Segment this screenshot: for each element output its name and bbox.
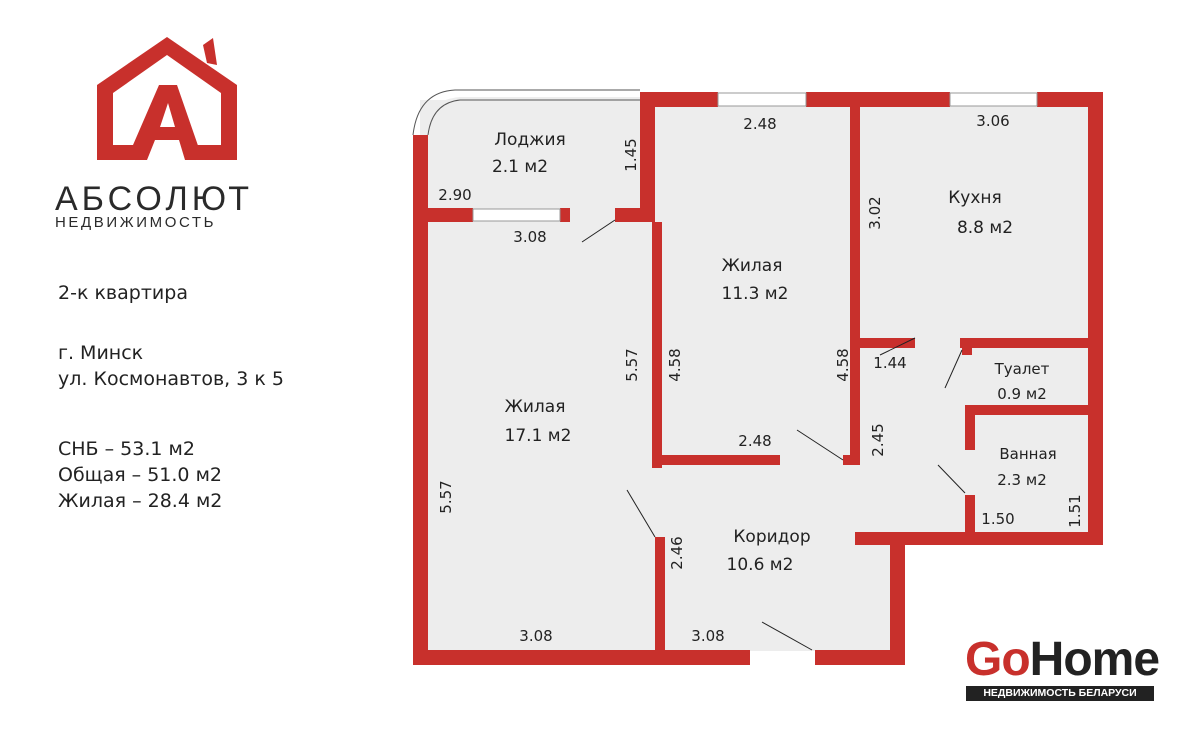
room-area-living2: 17.1 м2 <box>505 426 572 446</box>
dim-label: 2.48 <box>743 115 776 133</box>
room-name-kitchen: Кухня <box>948 188 1002 208</box>
door-swings <box>581 219 966 651</box>
dim-label: 2.45 <box>869 423 887 456</box>
area-living: Жилая – 28.4 м2 <box>58 490 223 512</box>
dim-label: 3.08 <box>513 228 546 246</box>
room-name-corridor: Коридор <box>733 527 810 547</box>
room-name-loggia: Лоджия <box>494 130 566 150</box>
dim-label: 1.50 <box>981 510 1014 528</box>
windows <box>472 92 1038 664</box>
loggia-glazing <box>412 89 640 136</box>
dim-label: 3.08 <box>519 627 552 645</box>
room-area-bath: 2.3 м2 <box>997 471 1046 489</box>
area-snb: СНБ – 53.1 м2 <box>58 438 195 460</box>
dim-label: 3.08 <box>691 627 724 645</box>
floor <box>420 97 1095 655</box>
room-area-living1: 11.3 м2 <box>722 284 789 304</box>
dim-label: 4.58 <box>666 348 684 381</box>
dim-label: 3.06 <box>976 112 1009 130</box>
dim-label: 1.45 <box>622 138 640 171</box>
room-area-loggia: 2.1 м2 <box>492 157 548 177</box>
brand-name: АБСОЛЮТ <box>55 180 253 218</box>
gohome-home: Home <box>1029 633 1160 686</box>
walls <box>413 92 1103 665</box>
absolut-logo-icon <box>97 37 237 160</box>
city: г. Минск <box>58 342 144 364</box>
room-area-toilet: 0.9 м2 <box>997 385 1046 403</box>
gohome-go: Go <box>965 633 1031 686</box>
dim-label: 3.02 <box>866 196 884 229</box>
dim-label: 2.46 <box>668 536 686 569</box>
gohome-logo: GoHome <box>965 633 1160 686</box>
brand-subtitle: НЕДВИЖИМОСТЬ <box>55 214 217 231</box>
street: ул. Космонавтов, 3 к 5 <box>58 368 284 390</box>
dim-label: 4.58 <box>834 348 852 381</box>
dim-label: 5.57 <box>623 348 641 381</box>
gohome-tagline: НЕДВИЖИМОСТЬ БЕЛАРУСИ <box>966 686 1154 701</box>
dimensions: 2.48 3.06 1.45 2.90 3.08 3.02 5.57 4.58 … <box>437 112 1084 645</box>
dim-label: 1.51 <box>1066 494 1084 527</box>
room-name-living2: Жилая <box>505 397 566 417</box>
apartment-type: 2-к квартира <box>58 282 188 304</box>
room-name-toilet: Туалет <box>994 360 1050 378</box>
room-name-living1: Жилая <box>722 256 783 276</box>
room-area-kitchen: 8.8 м2 <box>957 218 1013 238</box>
room-name-bath: Ванная <box>999 445 1056 463</box>
dim-label: 2.90 <box>438 186 471 204</box>
dim-label: 2.48 <box>738 432 771 450</box>
dim-label: 1.44 <box>873 354 906 372</box>
room-area-corridor: 10.6 м2 <box>727 555 794 575</box>
dim-label: 5.57 <box>437 480 455 513</box>
area-total: Общая – 51.0 м2 <box>58 464 222 486</box>
